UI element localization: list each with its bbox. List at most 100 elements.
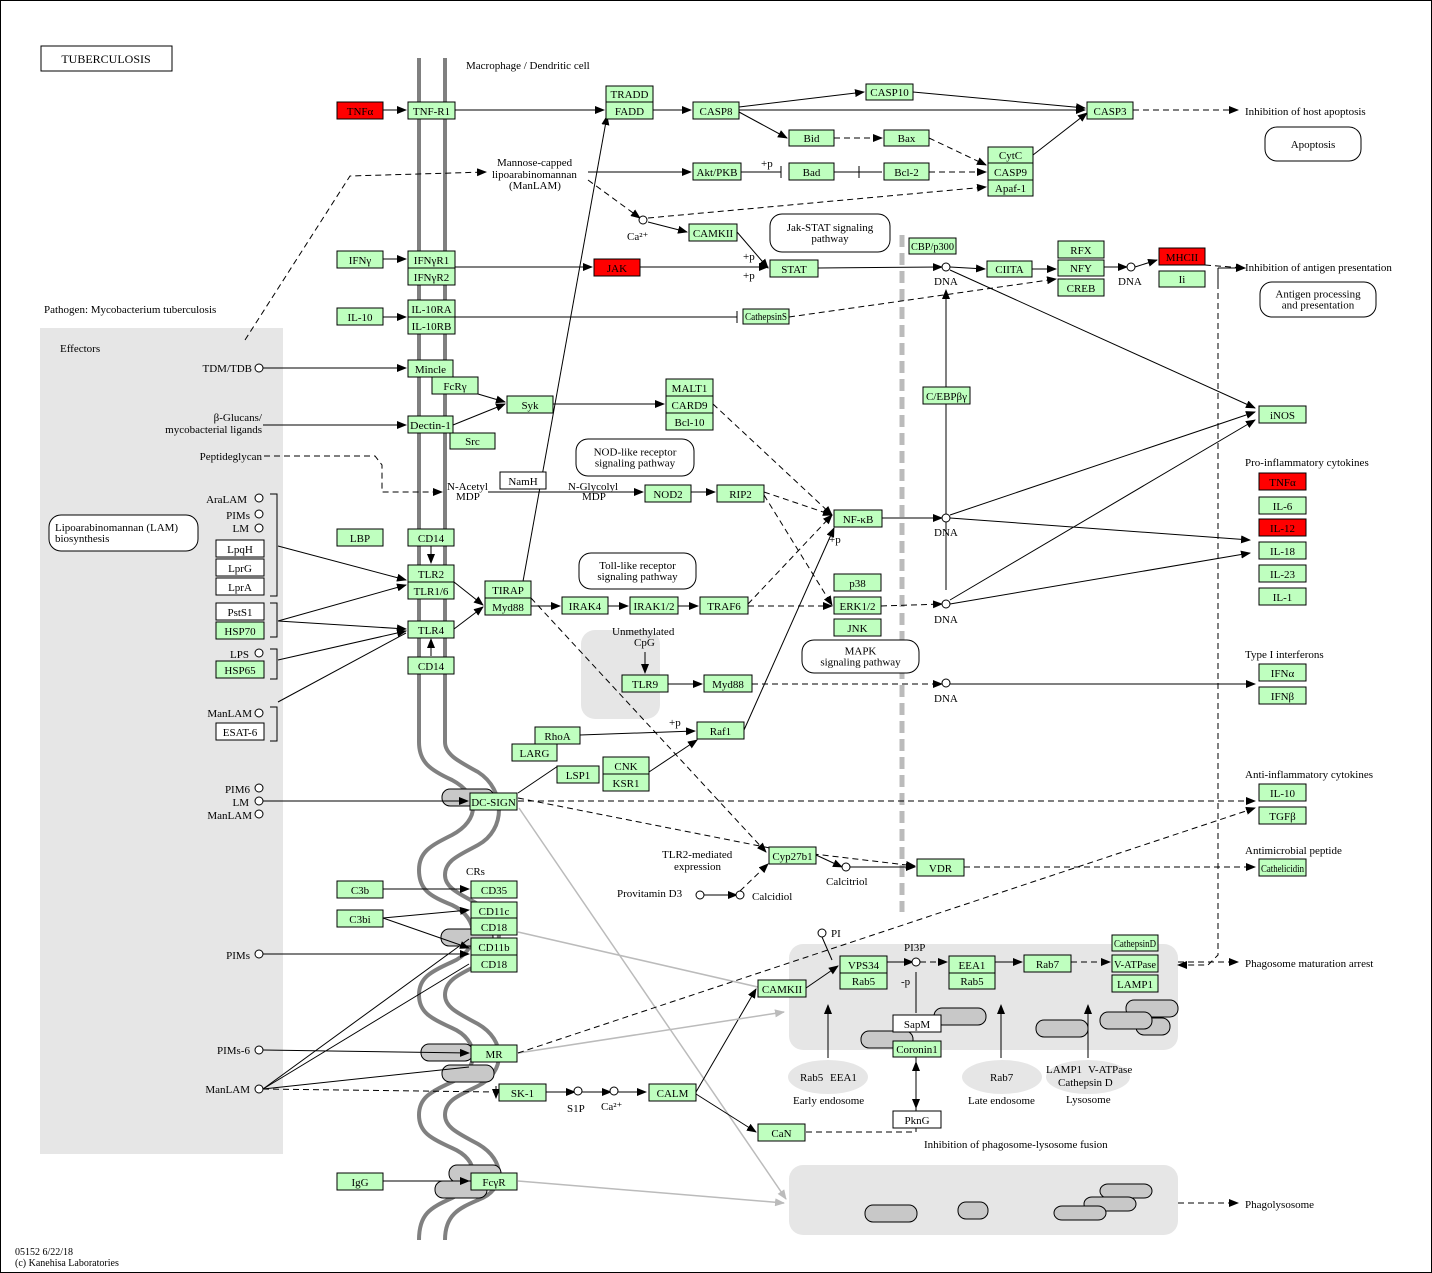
gene-tlr9[interactable]: TLR9 — [621, 674, 669, 693]
box-lprg[interactable]: LprG — [215, 558, 265, 577]
gene-ifngr1[interactable]: IFNγR1 — [407, 250, 456, 269]
gene-bid[interactable]: Bid — [788, 129, 835, 147]
gene-akt[interactable]: Akt/PKB — [692, 162, 742, 181]
gene-nfy[interactable]: NFY — [1057, 259, 1105, 277]
gene-mincle[interactable]: Mincle — [407, 359, 454, 378]
gene-bad[interactable]: Bad — [788, 162, 835, 181]
box-esat6[interactable]: ESAT-6 — [215, 722, 265, 741]
gene-vatpase2[interactable]: V-ATPase — [1111, 954, 1159, 973]
gene-camkii[interactable]: CAMKII — [688, 223, 738, 242]
gene-dcsign[interactable]: DC-SIGN — [469, 792, 518, 811]
gene-camkii2[interactable]: CAMKII — [757, 979, 807, 998]
gene-src[interactable]: Src — [449, 432, 496, 450]
gene-rhoa[interactable]: RhoA — [534, 726, 581, 745]
gene-cathepsins[interactable]: CathepsinS — [742, 308, 790, 325]
gene-lsp1[interactable]: LSP1 — [556, 765, 600, 784]
gene-igg[interactable]: IgG — [336, 1172, 384, 1191]
gene-cytc[interactable]: CytC — [987, 146, 1034, 164]
gene-nfkb[interactable]: NF-κB — [833, 509, 883, 528]
gene-casp10[interactable]: CASP10 — [865, 83, 914, 101]
gene-vps34[interactable]: VPS34 — [839, 955, 888, 974]
gene-casp9[interactable]: CASP9 — [987, 162, 1034, 181]
gene-hsp65[interactable]: HSP65 — [215, 660, 265, 679]
gene-cd11c[interactable]: CD11c — [470, 901, 518, 920]
gene-cathepsind[interactable]: CathepsinD — [1111, 934, 1159, 952]
gene-vdr[interactable]: VDR — [916, 858, 965, 877]
gene-c3bi[interactable]: C3bi — [336, 909, 384, 928]
gene-myd88[interactable]: Myd88 — [484, 597, 532, 616]
gene-inos[interactable]: iNOS — [1258, 405, 1307, 424]
gene-hsp70[interactable]: HSP70 — [215, 621, 265, 640]
gene-c3b[interactable]: C3b — [336, 880, 384, 899]
gene-il10ra[interactable]: IL-10RA — [407, 299, 456, 318]
gene-erk[interactable]: ERK1/2 — [833, 596, 882, 615]
gene-rfx[interactable]: RFX — [1057, 240, 1105, 259]
gene-tnfa2[interactable]: TNFα — [1258, 472, 1307, 491]
gene-p38[interactable]: p38 — [833, 573, 882, 592]
gene-sk1[interactable]: SK-1 — [498, 1083, 547, 1102]
gene-cd14a[interactable]: CD14 — [407, 528, 455, 547]
gene-tlr2[interactable]: TLR2 — [407, 564, 455, 583]
gene-dectin1[interactable]: Dectin-1 — [407, 415, 454, 434]
gene-casp8[interactable]: CASP8 — [692, 101, 740, 120]
gene-il18[interactable]: IL-18 — [1258, 541, 1307, 560]
gene-cd18a[interactable]: CD18 — [470, 917, 518, 936]
gene-ifngr2[interactable]: IFNγR2 — [407, 267, 456, 286]
gene-raf1[interactable]: Raf1 — [696, 721, 745, 740]
gene-rab5c[interactable]: Rab5 — [948, 972, 996, 990]
gene-irak4[interactable]: IRAK4 — [561, 596, 609, 615]
gene-jnk[interactable]: JNK — [833, 618, 882, 637]
box-pkng[interactable]: PknG — [892, 1110, 942, 1129]
gene-tlr4[interactable]: TLR4 — [407, 620, 455, 639]
gene-irak12[interactable]: IRAK1/2 — [629, 596, 679, 615]
gene-ifna[interactable]: IFNα — [1258, 663, 1307, 682]
gene-il10[interactable]: IL-10 — [336, 307, 384, 326]
pathway-lam[interactable]: Lipoarabinomannan (LAM)biosynthesis — [48, 514, 199, 552]
box-lpra[interactable]: LprA — [215, 577, 265, 596]
gene-cebp[interactable]: C/EBPβγ — [922, 386, 971, 405]
gene-cd18b[interactable]: CD18 — [470, 954, 518, 973]
gene-traf6[interactable]: TRAF6 — [699, 596, 749, 615]
gene-cd14b[interactable]: CD14 — [407, 656, 455, 675]
gene-ksr1[interactable]: KSR1 — [602, 773, 650, 792]
gene-rab7b[interactable]: Rab7 — [1023, 954, 1072, 973]
gene-cd35[interactable]: CD35 — [470, 880, 518, 899]
gene-fcyr[interactable]: FcγR — [470, 1172, 518, 1191]
gene-cyp27b1[interactable]: Cyp27b1 — [768, 846, 817, 865]
gene-tlr16[interactable]: TLR1/6 — [407, 581, 455, 600]
gene-fadd[interactable]: FADD — [605, 101, 654, 120]
gene-mr[interactable]: MR — [470, 1044, 518, 1063]
gene-cnk[interactable]: CNK — [602, 756, 650, 775]
gene-ciita[interactable]: CIITA — [986, 260, 1033, 278]
gene-malt1[interactable]: MALT1 — [665, 378, 714, 397]
gene-ifng[interactable]: IFNγ — [336, 250, 384, 269]
gene-ifnb[interactable]: IFNβ — [1258, 686, 1307, 705]
pathway-apoptosis[interactable]: Apoptosis — [1264, 126, 1362, 162]
gene-bcl10[interactable]: Bcl-10 — [665, 412, 714, 431]
gene-tnfa[interactable]: TNFα — [336, 101, 384, 120]
gene-larg[interactable]: LARG — [511, 743, 558, 762]
gene-lbp[interactable]: LBP — [336, 528, 384, 547]
gene-il6[interactable]: IL-6 — [1258, 496, 1307, 515]
gene-syk[interactable]: Syk — [506, 395, 554, 414]
gene-tradd[interactable]: TRADD — [605, 85, 654, 103]
gene-cathelicidin[interactable]: Cathelicidin — [1258, 858, 1307, 877]
gene-eea1b[interactable]: EEA1 — [948, 955, 996, 974]
gene-stat[interactable]: STAT — [769, 259, 819, 278]
gene-ii[interactable]: Ii — [1158, 270, 1206, 288]
gene-rip2[interactable]: RIP2 — [716, 484, 765, 503]
gene-can[interactable]: CaN — [757, 1123, 806, 1142]
gene-calm[interactable]: CALM — [648, 1083, 697, 1102]
gene-tnfr1[interactable]: TNF-R1 — [407, 101, 456, 120]
gene-tirap[interactable]: TIRAP — [484, 580, 532, 599]
gene-mhcii[interactable]: MHCII — [1158, 247, 1206, 266]
gene-myd88b[interactable]: Myd88 — [703, 674, 753, 693]
gene-il10b[interactable]: IL-10 — [1258, 783, 1307, 802]
